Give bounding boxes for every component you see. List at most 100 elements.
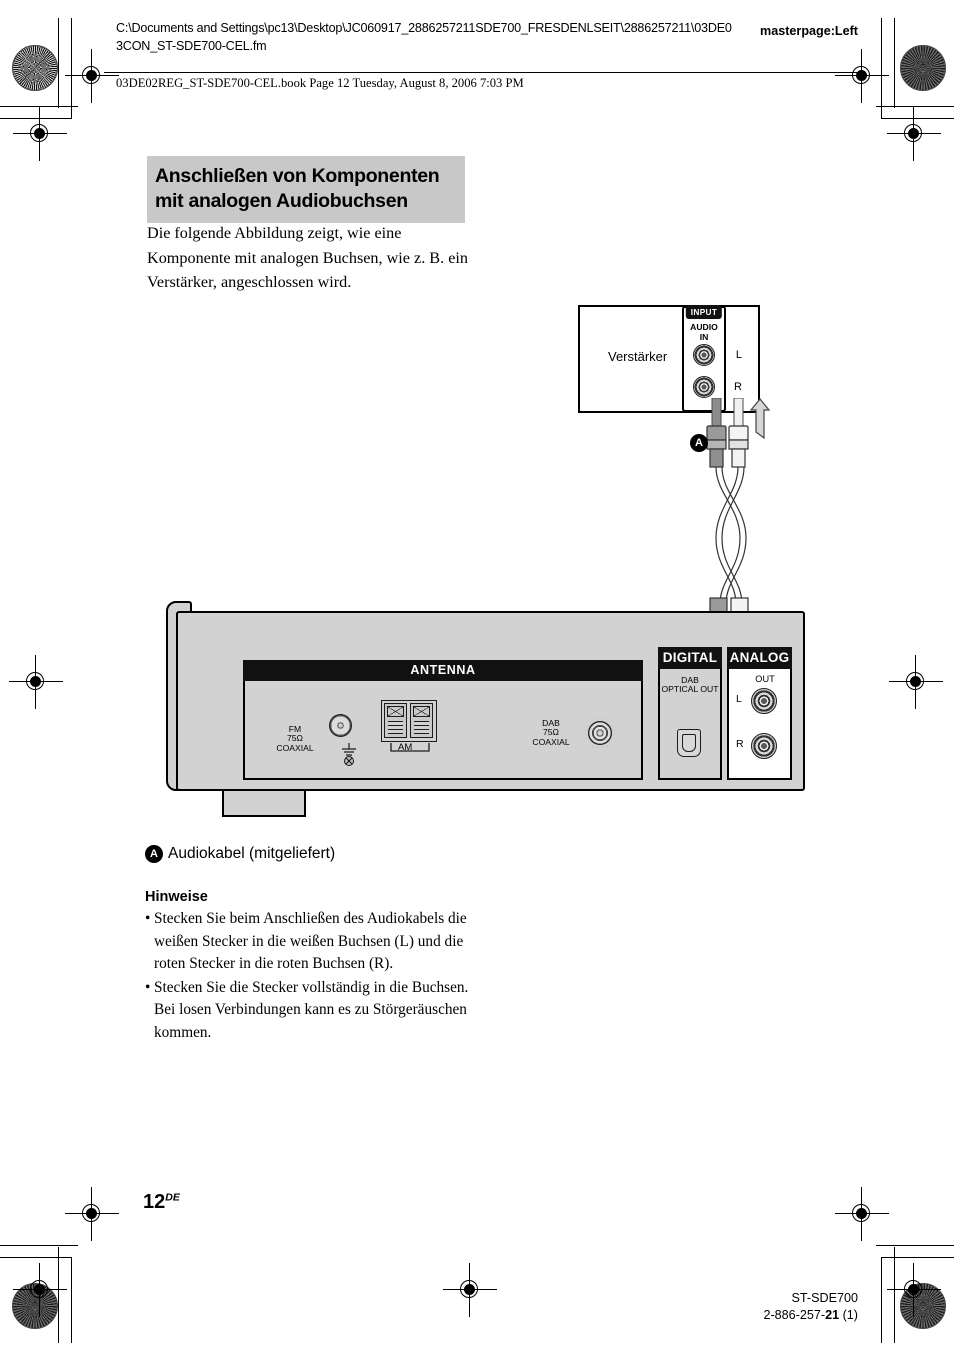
file-path-text: C:\Documents and Settings\pc13\Desktop\J… bbox=[116, 21, 732, 53]
analog-header-label: ANALOG bbox=[727, 647, 792, 669]
part-number-suffix: (1) bbox=[839, 1308, 858, 1322]
am-terminal-clip-left bbox=[384, 703, 407, 738]
registration-mark-bottom-right-inner bbox=[835, 1187, 889, 1241]
intro-paragraph: Die folgende Abbildung zeigt, wie eine K… bbox=[147, 224, 468, 291]
registration-mark-middle-right bbox=[889, 655, 943, 709]
tuner-foot bbox=[222, 789, 306, 817]
dab-coaxial-jack-center bbox=[588, 721, 612, 745]
color-rosette-top-left bbox=[12, 45, 58, 91]
crop-line-bottom-left-h2 bbox=[0, 1257, 72, 1259]
dab-coaxial-caption: DAB 75Ω COAXIAL bbox=[522, 718, 580, 747]
book-file-line: 03DE02REG_ST-SDE700-CEL.book Page 12 Tue… bbox=[116, 76, 524, 90]
amplifier-input-panel: INPUT AUDIO IN bbox=[682, 305, 726, 412]
part-number-bold: 21 bbox=[825, 1308, 840, 1322]
input-tab-label: INPUT bbox=[685, 305, 723, 319]
am-terminal-clip-right bbox=[410, 703, 433, 738]
section-title-box: Anschließen von Komponenten mit analogen… bbox=[147, 156, 465, 223]
page-number-suffix: DE bbox=[165, 1191, 180, 1204]
page-number-value: 12 bbox=[143, 1191, 166, 1213]
digital-caption-line2: OPTICAL OUT bbox=[661, 684, 719, 695]
part-number: 2-886-257-21 (1) bbox=[763, 1307, 858, 1324]
ground-screw-icon bbox=[344, 756, 354, 766]
header-rule bbox=[104, 72, 864, 73]
footer-model-block: ST-SDE700 2-886-257-21 (1) bbox=[763, 1290, 858, 1324]
analog-right-label: R bbox=[736, 738, 744, 750]
masterpage-label: masterpage:Left bbox=[760, 24, 858, 38]
registration-mark-bottom-center bbox=[443, 1263, 497, 1317]
notes-block: Stecken Sie beim Anschließen des Audioka… bbox=[145, 908, 475, 1045]
crop-line-bottom-right-v2 bbox=[881, 1257, 883, 1343]
legend-text: Audiokabel (mitgeliefert) bbox=[168, 845, 336, 862]
analog-out-label: OUT bbox=[755, 674, 775, 684]
antenna-header-label: ANTENNA bbox=[243, 660, 643, 681]
crop-line-top-left-v2 bbox=[71, 18, 73, 119]
fm-coaxial-caption: FM 75Ω COAXIAL bbox=[265, 724, 325, 753]
crop-line-bottom-right-v bbox=[894, 1247, 896, 1343]
tuner-body: ANTENNA FM 75Ω COAXIAL AM bbox=[176, 611, 805, 791]
antenna-section: ANTENNA FM 75Ω COAXIAL AM bbox=[243, 660, 643, 780]
registration-mark-top-left-inner bbox=[65, 49, 119, 103]
analog-left-label: L bbox=[736, 693, 742, 705]
fm-caption-line1: FM bbox=[288, 724, 302, 734]
model-name: ST-SDE700 bbox=[791, 1291, 859, 1305]
amplifier-jack-right-label: R bbox=[734, 381, 742, 393]
tuner-rear-panel-illustration: ANTENNA FM 75Ω COAXIAL AM bbox=[166, 601, 805, 817]
crop-line-bottom-left-h bbox=[0, 1245, 78, 1247]
legend-marker-a: A bbox=[145, 845, 163, 863]
list-item: Stecken Sie die Stecker vollständig in d… bbox=[145, 977, 475, 1045]
audio-in-line1: AUDIO bbox=[690, 322, 718, 332]
fm-caption-line3: COAXIAL bbox=[276, 742, 314, 753]
color-rosette-top-right bbox=[900, 45, 946, 91]
crop-line-top-left-h2 bbox=[0, 118, 72, 120]
page-title: Anschließen von Komponenten mit analogen… bbox=[155, 165, 440, 212]
amplifier-label: Verstärker bbox=[608, 349, 668, 364]
analog-out-jack-right bbox=[751, 733, 777, 759]
dab-optical-out-jack bbox=[677, 729, 701, 757]
digital-header-label: DIGITAL bbox=[658, 647, 722, 669]
audio-in-line2: IN bbox=[699, 331, 709, 342]
registration-mark-top-left-outer bbox=[13, 107, 67, 161]
crop-line-bottom-left-v2 bbox=[71, 1257, 73, 1343]
crop-line-top-right-h bbox=[876, 106, 954, 108]
cable-legend: A Audiokabel (mitgeliefert) bbox=[145, 845, 335, 863]
crop-line-top-right-v bbox=[894, 18, 896, 108]
notes-list: Stecken Sie beim Anschließen des Audioka… bbox=[145, 908, 475, 1044]
fm-caption-line2: 75Ω bbox=[287, 733, 303, 744]
registration-mark-bottom-left-outer bbox=[13, 1263, 67, 1317]
crop-line-top-right-h2 bbox=[882, 118, 954, 120]
dab-optical-out-caption: DAB OPTICAL OUT bbox=[660, 675, 720, 695]
amplifier-jack-right bbox=[693, 376, 715, 398]
digital-output-section: DIGITAL DAB OPTICAL OUT bbox=[658, 647, 722, 780]
ground-symbol-icon bbox=[342, 743, 356, 756]
analog-output-section: ANALOG OUT L R bbox=[727, 647, 792, 780]
list-item: Stecken Sie beim Anschließen des Audioka… bbox=[145, 908, 475, 976]
part-number-prefix: 2-886-257- bbox=[763, 1308, 826, 1322]
analog-out-caption: OUT bbox=[745, 674, 785, 684]
audio-in-caption: AUDIO IN bbox=[684, 322, 724, 342]
page-number: 12DE bbox=[143, 1191, 180, 1214]
analog-out-jack-left bbox=[751, 688, 777, 714]
registration-mark-top-right-outer bbox=[887, 107, 941, 161]
cable-callout-a: A bbox=[690, 434, 708, 452]
dab-caption-line2: 75Ω bbox=[543, 727, 559, 738]
audio-cable-illustration bbox=[706, 398, 770, 616]
am-caption-label: AM bbox=[398, 742, 413, 753]
amplifier-jack-left-label: L bbox=[735, 349, 742, 361]
am-bracket bbox=[390, 743, 430, 752]
crop-line-top-right-v2 bbox=[881, 18, 883, 119]
crop-line-bottom-right-h bbox=[876, 1245, 954, 1247]
dab-caption-line3: COAXIAL bbox=[532, 736, 570, 747]
amplifier-jack-left bbox=[693, 344, 715, 366]
notes-heading: Hinweise bbox=[145, 889, 208, 905]
registration-mark-bottom-right-outer bbox=[887, 1263, 941, 1317]
registration-mark-top-right-inner bbox=[835, 49, 889, 103]
digital-caption-line1: DAB bbox=[681, 675, 699, 685]
dab-caption-line1: DAB bbox=[542, 718, 560, 728]
amplifier-illustration: Verstärker INPUT AUDIO IN L R bbox=[578, 305, 760, 413]
am-terminal-block bbox=[381, 700, 437, 742]
crop-line-top-left-v bbox=[58, 18, 60, 108]
registration-mark-bottom-left-inner bbox=[65, 1187, 119, 1241]
crop-line-top-left-h bbox=[0, 106, 78, 108]
crop-line-bottom-right-h2 bbox=[882, 1257, 954, 1259]
crop-line-bottom-left-v bbox=[58, 1247, 60, 1343]
